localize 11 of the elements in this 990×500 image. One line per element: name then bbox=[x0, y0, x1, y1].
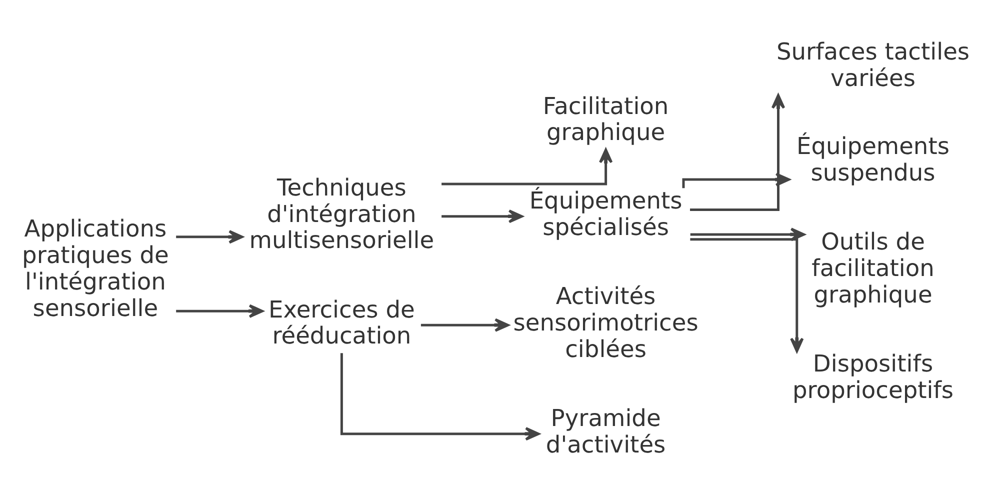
node-text: Équipements suspendus bbox=[796, 132, 949, 186]
node-text: Équipements spécialisés bbox=[528, 187, 682, 240]
node-text: Techniques d'intégration multisensorielle bbox=[248, 174, 434, 254]
node-text: Exercices de rééducation bbox=[268, 296, 414, 350]
node-text: Surfaces tactiles variées bbox=[776, 38, 970, 92]
node-text: Pyramide d'activités bbox=[545, 404, 666, 458]
node-text: Applications pratiques de l'intégration sensorielle bbox=[22, 215, 168, 322]
node-text: Facilitation graphique bbox=[542, 92, 668, 146]
node-text: Dispositifs proprioceptifs bbox=[792, 350, 954, 404]
node-text: Activités sensorimotrices ciblées bbox=[512, 282, 698, 362]
node-text: Outils de facilitation graphique bbox=[811, 228, 934, 308]
